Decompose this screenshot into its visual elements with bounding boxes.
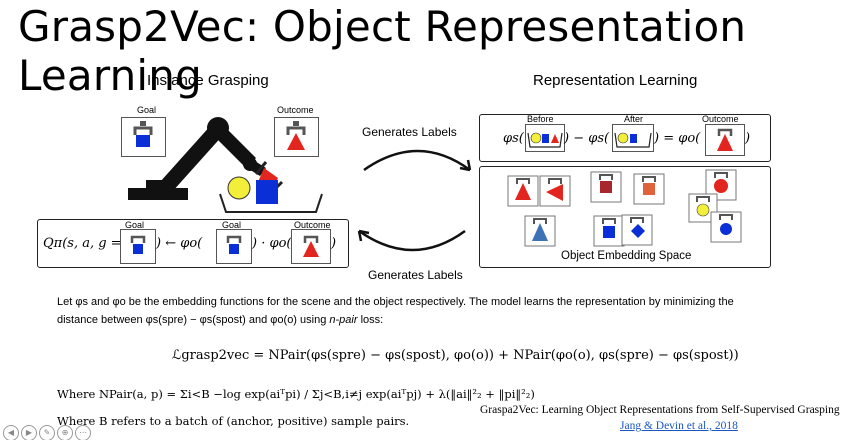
- toolbar-pen-icon[interactable]: ✎: [39, 425, 55, 440]
- goal-label: Goal: [137, 105, 157, 115]
- before-label: Before: [527, 114, 554, 124]
- toolbar-back-icon[interactable]: ◀: [3, 425, 19, 440]
- gripper-icon: [717, 128, 733, 151]
- curved-arrow-icon: [357, 229, 466, 252]
- q-close: ): [331, 236, 337, 251]
- embedding-thumbnails: [507, 169, 742, 247]
- toolbar-menu-icon[interactable]: ⋯: [75, 425, 91, 440]
- paragraph-line-2-em: n-pair: [329, 314, 358, 326]
- phi-a: φs(: [503, 131, 524, 146]
- q-dot: ) · φo(: [252, 236, 292, 251]
- curved-arrow-icon: [363, 149, 472, 172]
- phi-eq: ) = φo(: [654, 131, 701, 146]
- toolbar-forward-icon[interactable]: ▶: [21, 425, 37, 440]
- goal-image-eq2: [216, 229, 252, 264]
- paragraph-line-2: distance between φs(spre) − φs(spost) an…: [57, 311, 383, 329]
- bin-icon: [527, 132, 563, 148]
- goal-image-eq1: [120, 229, 156, 264]
- goal-label-eq1: Goal: [125, 220, 145, 230]
- where-b-text: Where B refers to a batch of (anchor, po…: [57, 414, 410, 428]
- q-lhs: Qπ(s, a, g =: [43, 236, 122, 251]
- citation-link[interactable]: Jang & Devin et al., 2018: [620, 420, 738, 432]
- paragraph-line-2a: distance between φs(spre) − φs(spost) an…: [57, 314, 330, 326]
- object-embedding-space-label: Object Embedding Space: [561, 250, 692, 262]
- outcome-image-eq: [291, 229, 331, 264]
- goal-label-eq2: Goal: [222, 220, 242, 230]
- citation-title: Graspa2Vec: Learning Object Representati…: [480, 404, 840, 416]
- gripper-icon: [286, 121, 306, 150]
- outcome-image-right: [705, 124, 745, 156]
- slide-title: Grasp2Vec: Object Representation Learnin…: [18, 2, 747, 100]
- gripper-icon: [226, 235, 242, 254]
- gripper-icon: [133, 121, 153, 147]
- generates-labels-top: Generates Labels: [362, 125, 457, 139]
- bin-icon: [219, 176, 323, 213]
- phi-minus: ) − φs(: [564, 131, 610, 146]
- instance-grasping-title: Instance Grasping: [147, 72, 269, 89]
- robot-arm-icon: [128, 117, 284, 200]
- paragraph-line-1: Let φs and φo be the embedding functions…: [57, 296, 734, 308]
- after-image: [612, 124, 654, 152]
- before-image: [525, 124, 565, 152]
- outcome-label-right: Outcome: [702, 114, 739, 124]
- outcome-label: Outcome: [277, 105, 314, 115]
- loss-equation: ℒgrasp2vec = NPair(φs(spre) − φs(spost),…: [172, 348, 739, 363]
- toolbar-zoom-icon[interactable]: ⊕: [57, 425, 73, 440]
- paragraph-line-2b: loss:: [357, 314, 384, 326]
- generates-labels-bottom: Generates Labels: [368, 268, 463, 282]
- gripper-icon: [303, 235, 319, 257]
- q-arrow: ) ← φo(: [156, 236, 203, 251]
- npair-definition: Where NPair(a, p) = Σi<B −log exp(aiᵀpi)…: [57, 387, 535, 401]
- bin-icon: [614, 132, 652, 148]
- goal-image: [121, 117, 166, 157]
- representation-learning-title: Representation Learning: [533, 72, 698, 89]
- outcome-label-eq: Outcome: [294, 220, 331, 230]
- phi-close: ): [745, 131, 751, 146]
- after-label: After: [624, 114, 644, 124]
- gripper-icon: [130, 235, 146, 254]
- outcome-image: [274, 117, 319, 157]
